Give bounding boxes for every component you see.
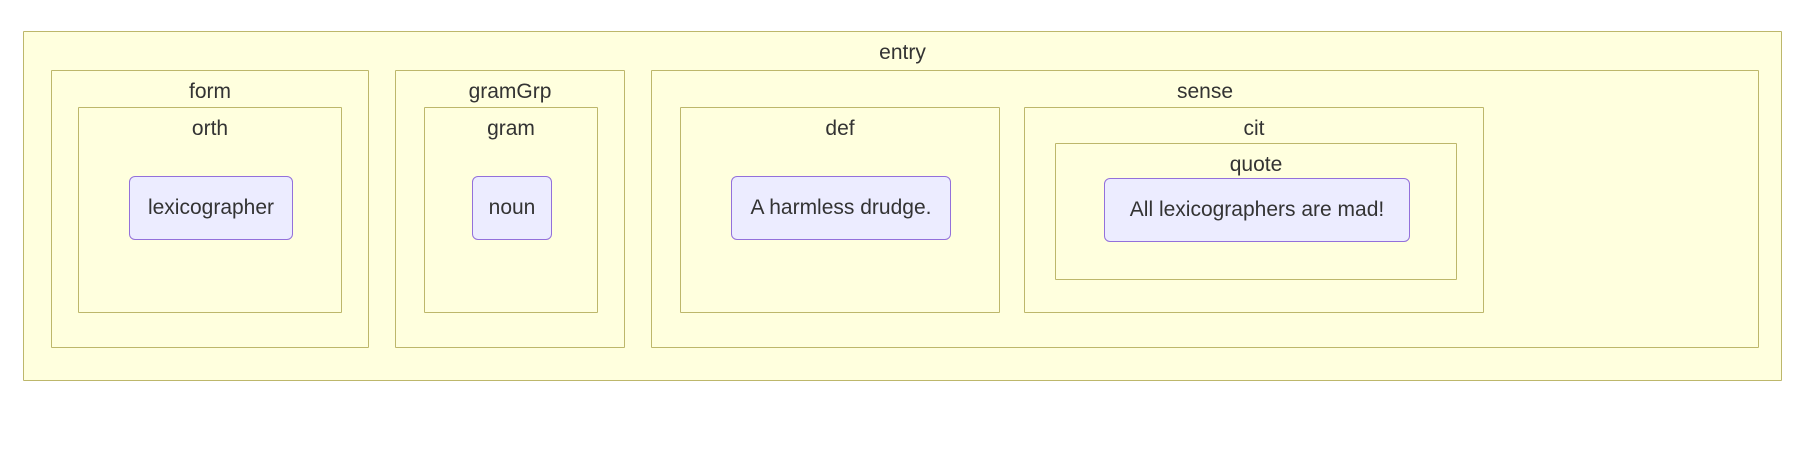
cluster-label-cit: cit xyxy=(1243,117,1265,140)
cluster-def[interactable]: def A harmless drudge. xyxy=(680,107,1000,313)
cluster-label-quote: quote xyxy=(1229,153,1283,176)
node-label-lexicographer: lexicographer xyxy=(147,196,275,219)
cluster-label-def: def xyxy=(825,117,855,140)
cluster-label-form: form xyxy=(189,80,231,103)
cluster-orth[interactable]: orth lexicographer xyxy=(78,107,342,313)
cluster-label-gram: gram xyxy=(487,117,535,140)
cluster-cit[interactable]: cit quote All lexicographers are mad! xyxy=(1024,107,1484,313)
node-quote-text[interactable]: All lexicographers are mad! xyxy=(1104,178,1410,242)
cluster-quote[interactable]: quote All lexicographers are mad! xyxy=(1055,143,1457,280)
cluster-sense[interactable]: sense def A harmless drudge. cit quote A… xyxy=(651,70,1759,348)
cluster-gram[interactable]: gram noun xyxy=(424,107,598,313)
cluster-label-entry: entry xyxy=(879,41,926,64)
node-label-noun: noun xyxy=(488,196,536,219)
node-noun[interactable]: noun xyxy=(472,176,552,240)
cluster-form[interactable]: form orth lexicographer xyxy=(51,70,369,348)
cluster-entry[interactable]: entry form orth lexicographer gramGrp gr… xyxy=(23,31,1782,381)
cluster-label-gramgrp: gramGrp xyxy=(468,80,552,103)
cluster-gramgrp[interactable]: gramGrp gram noun xyxy=(395,70,625,348)
cluster-label-orth: orth xyxy=(191,117,229,140)
node-definition[interactable]: A harmless drudge. xyxy=(731,176,951,240)
node-lexicographer[interactable]: lexicographer xyxy=(129,176,293,240)
node-label-quote-text: All lexicographers are mad! xyxy=(1129,198,1385,221)
node-label-definition: A harmless drudge. xyxy=(750,196,932,219)
cluster-label-sense: sense xyxy=(1176,80,1234,103)
